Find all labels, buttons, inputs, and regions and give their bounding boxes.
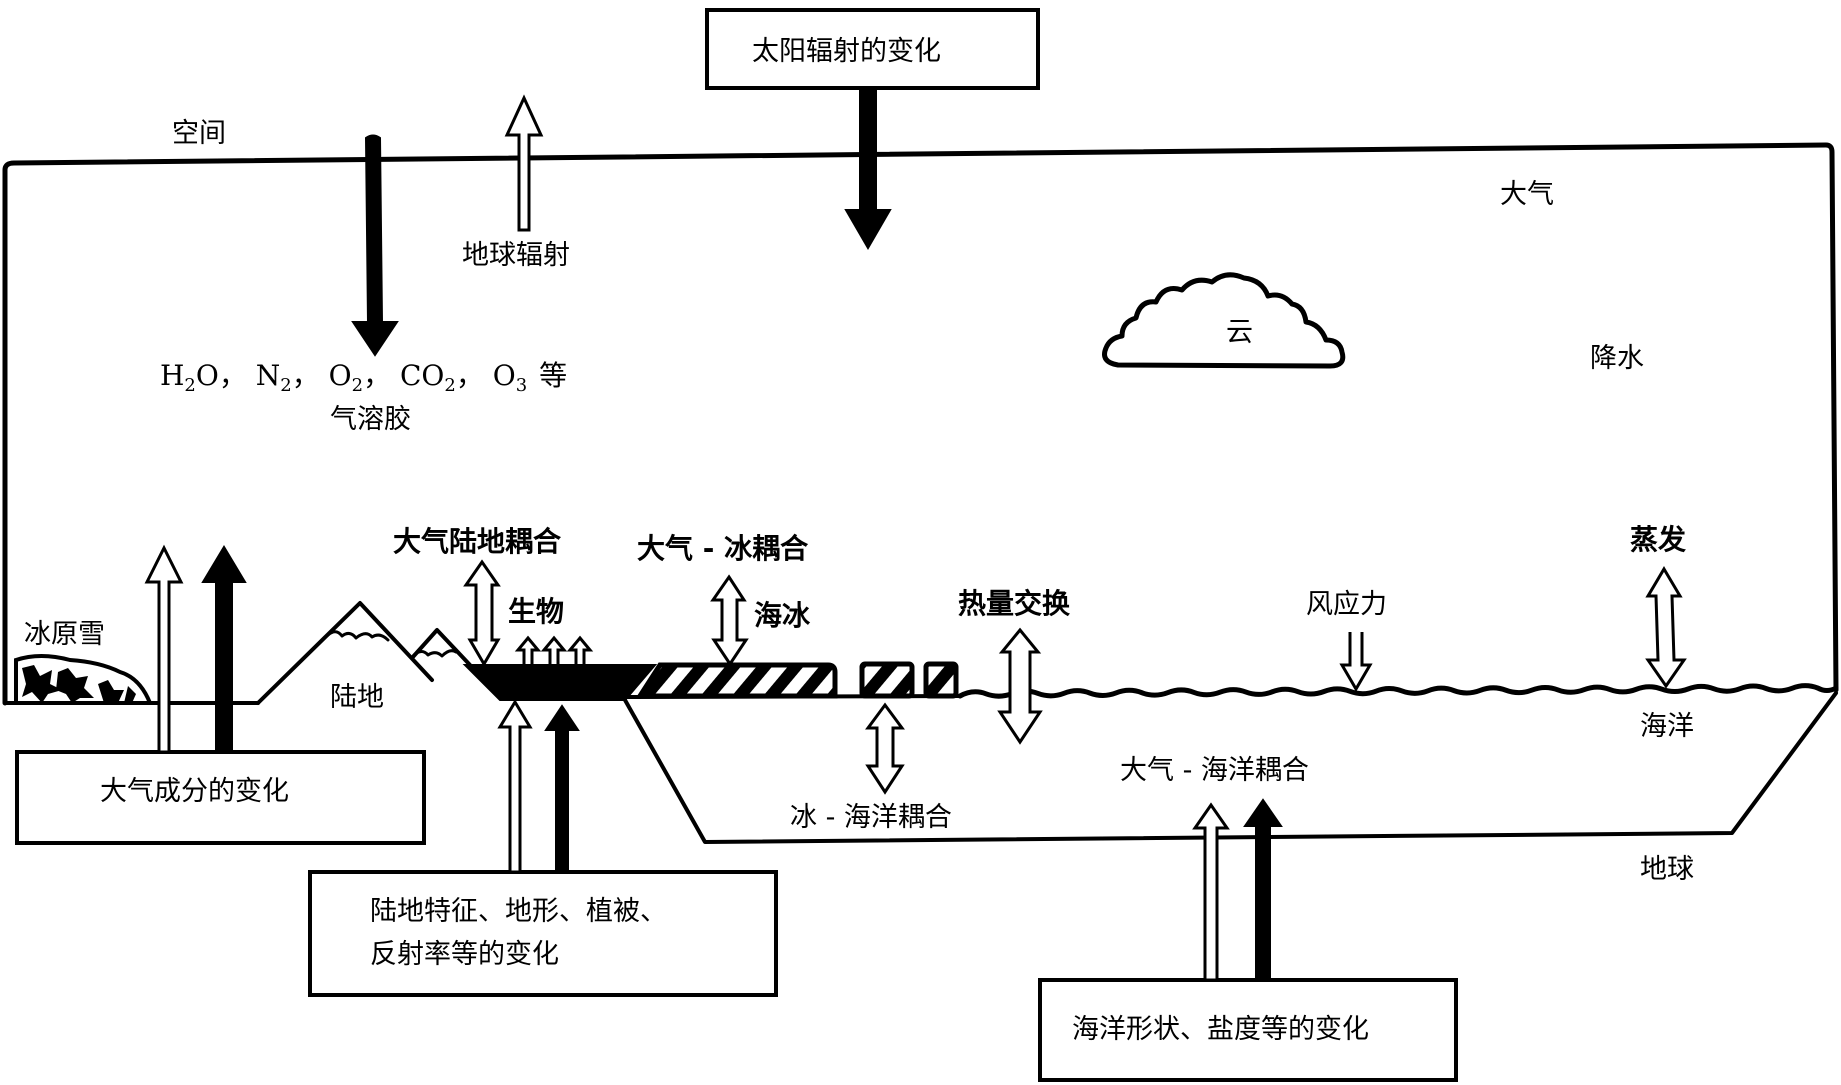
heat-exchange-double-arrow xyxy=(997,627,1043,745)
sea-ice-floe-2 xyxy=(923,661,959,699)
wind-stress-label: 风应力 xyxy=(1306,589,1387,620)
evaporation-label: 蒸发 xyxy=(1630,523,1686,556)
ocean-label: 海洋 xyxy=(1640,711,1694,742)
ocean-hollow-up-arrow xyxy=(1192,802,1230,982)
ice-ocean-coupling-label: 冰 - 海洋耦合 xyxy=(790,802,952,833)
atmospheric-gas-downward-arrow xyxy=(351,134,399,357)
cloud-icon xyxy=(1102,272,1346,369)
atmos-ice-coupling-double-arrow xyxy=(710,574,749,667)
sea-ice-slab xyxy=(635,662,838,699)
heat-exchange-label: 热量交换 xyxy=(958,587,1071,620)
composition-hollow-up-arrow xyxy=(144,544,184,754)
land-solid-up-arrow xyxy=(544,704,580,873)
mountain-large-snowcap xyxy=(326,630,390,642)
coastal-land-shelf xyxy=(462,664,658,701)
ocean-change-box xyxy=(1038,978,1458,1082)
ocean-solid-up-arrow xyxy=(1243,798,1283,981)
land-surface-change-label-line2: 反射率等的变化 xyxy=(370,939,559,970)
terrestrial-radiation-label: 地球辐射 xyxy=(462,240,570,271)
land-surface-change-box xyxy=(308,870,778,997)
wind-stress-arrow xyxy=(1339,632,1373,692)
precipitation-label: 降水 xyxy=(1590,343,1644,374)
ocean-change-label: 海洋形状、盐度等的变化 xyxy=(1072,1014,1369,1045)
space-label: 空间 xyxy=(172,118,226,149)
mountain-small xyxy=(410,628,472,667)
composition-solid-up-arrow xyxy=(201,545,247,753)
atmos-land-coupling-double-arrow xyxy=(463,559,501,667)
land-surface-change-label-line1: 陆地特征、地形、植被、 xyxy=(370,896,667,927)
sea-surface-waves xyxy=(957,683,1839,699)
sea-ice-label: 海冰 xyxy=(754,599,811,632)
land-label: 陆地 xyxy=(330,682,384,713)
ice-sheet-texture xyxy=(22,665,136,703)
sea-ice-floe-1 xyxy=(859,661,915,699)
land-hollow-up-arrow xyxy=(497,699,533,874)
atmos-land-coupling-label: 大气陆地耦合 xyxy=(393,525,562,558)
terrestrial-radiation-arrow xyxy=(504,94,544,232)
atmos-ice-coupling-label: 大气 - 冰耦合 xyxy=(637,532,809,565)
ice-snow-label: 冰原雪 xyxy=(24,619,105,650)
atmosphere-composition-change-label: 大气成分的变化 xyxy=(100,776,289,807)
cloud-label: 云 xyxy=(1226,317,1253,348)
atmosphere-boundary xyxy=(2,142,1839,706)
atmosphere-label: 大气 xyxy=(1500,179,1554,210)
biota-arrows xyxy=(514,635,594,664)
solar-radiation-arrow xyxy=(844,87,892,250)
mountain-small-snowcap xyxy=(412,649,458,658)
atmosphere-composition-change-box xyxy=(15,750,426,845)
mountain-large xyxy=(256,601,434,705)
ice-ocean-coupling-double-arrow xyxy=(865,702,905,795)
earth-label: 地球 xyxy=(1640,854,1694,885)
atmos-ocean-coupling-label: 大气 - 海洋耦合 xyxy=(1120,755,1309,786)
evaporation-double-arrow xyxy=(1645,566,1687,689)
biota-label: 生物 xyxy=(508,595,564,628)
solar-radiation-change-box xyxy=(705,8,1040,90)
solar-radiation-change-label: 太阳辐射的变化 xyxy=(752,36,941,67)
aerosol-label: 气溶胶 xyxy=(330,404,411,435)
